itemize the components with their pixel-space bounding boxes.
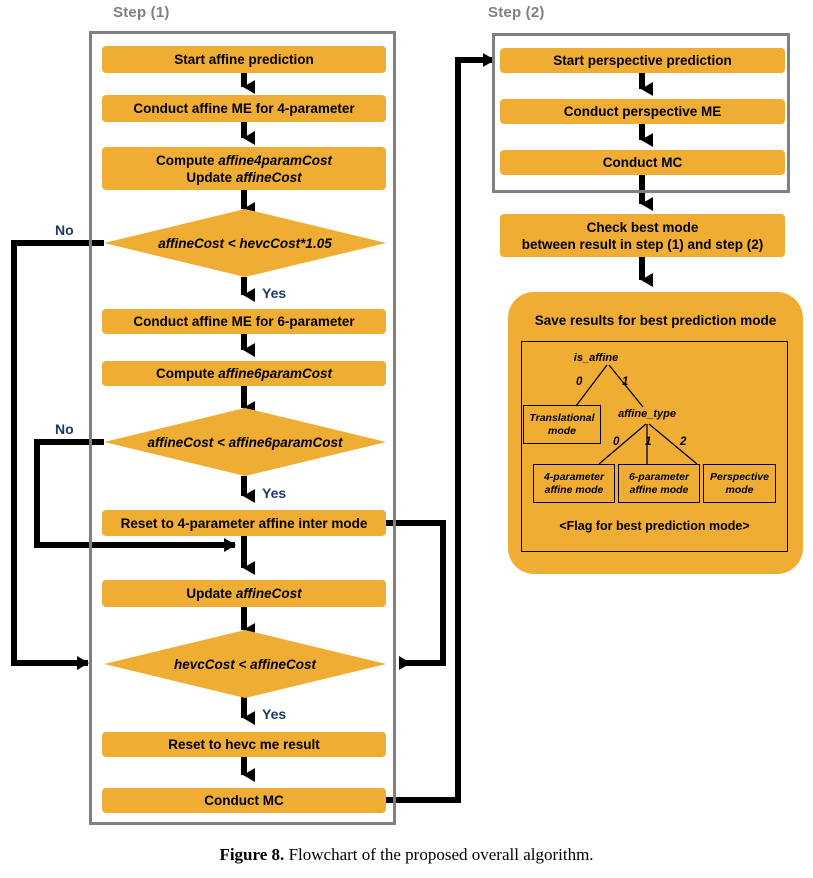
edge-label-yes-2: Yes: [262, 485, 287, 501]
leaf-translational-line1: Translational: [529, 411, 595, 424]
node-conduct-affine-me-4param: Conduct affine ME for 4-parameter: [102, 95, 386, 122]
update-var: affineCost: [235, 586, 302, 601]
node-conduct-affine-me-6param: Conduct affine ME for 6-parameter: [102, 309, 386, 334]
decision-affinecost-lt-hevccost: affineCost < hevcCost*1.05: [104, 209, 386, 277]
step1-label: Step (1): [113, 4, 170, 21]
node-reset-to-hevc-me-result: Reset to hevc me result: [102, 732, 386, 757]
edge-label-no-2: No: [55, 421, 74, 437]
tree-root-edge-0: 0: [576, 376, 583, 388]
tree-node-affine-type: affine_type: [618, 408, 676, 420]
node-compute-affine6paramcost: Compute affine6paramCost: [102, 361, 386, 386]
flag-for-best-prediction-mode-text: <Flag for best prediction mode>: [559, 519, 750, 533]
compute6-label: Compute: [155, 366, 219, 381]
save-results-title: Save results for best prediction mode: [534, 313, 777, 328]
figure-caption: Figure 8. Flowchart of the proposed over…: [0, 845, 813, 865]
figure-caption-number: Figure 8.: [219, 845, 285, 864]
node-start-perspective-prediction: Start perspective prediction: [500, 48, 785, 73]
tree-affinetype-edge-2: 2: [680, 436, 687, 448]
check-best-mode-line2: between result in step (1) and step (2): [521, 236, 764, 252]
leaf-4param-line2: affine mode: [544, 483, 604, 496]
step1-frame: [89, 31, 396, 825]
update4-label: Update: [186, 169, 236, 185]
figure-caption-text: Flowchart of the proposed overall algori…: [284, 845, 594, 864]
tree-root-edge-1: 1: [622, 376, 629, 388]
check-best-mode-line1: Check best mode: [586, 219, 699, 235]
leaf-6parameter-affine-mode: 6-parameter affine mode: [618, 464, 700, 503]
step2-label: Step (2): [488, 4, 545, 21]
decision-affinecost-lt-affine6paramcost: affineCost < affine6paramCost: [104, 408, 386, 476]
decision2-text: affineCost < affine6paramCost: [147, 434, 343, 450]
tree-affinetype-edge-1: 1: [645, 436, 652, 448]
leaf-6param-line1: 6-parameter: [628, 470, 690, 483]
leaf-perspective-line1: Perspective: [710, 470, 769, 483]
node-start-affine-prediction: Start affine prediction: [102, 46, 386, 73]
decision1-text: affineCost < hevcCost*1.05: [158, 235, 332, 251]
tree-root-label: is_affine: [573, 352, 619, 364]
leaf-perspective-line2: mode: [725, 483, 754, 496]
tree-affinetype-edge-0: 0: [613, 436, 620, 448]
edge-label-yes-1: Yes: [262, 285, 287, 301]
node-check-best-mode: Check best mode between result in step (…: [500, 214, 785, 257]
node-reset-to-4param-affine-inter-mode: Reset to 4-parameter affine inter mode: [102, 510, 386, 536]
flag-tree-box: [521, 341, 788, 552]
node-step1-conduct-mc: Conduct MC: [102, 788, 386, 813]
node-conduct-perspective-me: Conduct perspective ME: [500, 99, 785, 124]
leaf-4param-line1: 4-parameter: [543, 470, 605, 483]
decision3-text: hevcCost < affineCost: [174, 656, 316, 672]
node-step2-conduct-mc: Conduct MC: [500, 150, 785, 175]
update4-var: affineCost: [235, 169, 302, 185]
node-update-affinecost: Update affineCost: [102, 580, 386, 607]
update-label: Update: [186, 586, 236, 601]
save-results-panel: [508, 292, 803, 574]
compute6-var: affine6paramCost: [218, 366, 333, 381]
leaf-translational-line2: mode: [547, 424, 576, 437]
leaf-translational-mode: Translational mode: [523, 405, 601, 444]
edge-label-yes-3: Yes: [262, 706, 287, 722]
decision-hevccost-lt-affinecost: hevcCost < affineCost: [104, 630, 386, 698]
leaf-6param-line2: affine mode: [629, 483, 689, 496]
flag-tree-edges: [575, 364, 698, 465]
leaf-perspective-mode: Perspective mode: [703, 464, 776, 503]
leaf-4parameter-affine-mode: 4-parameter affine mode: [533, 464, 615, 503]
compute4-label: Compute: [155, 152, 219, 168]
node-compute-affine4paramcost: Compute affine4paramCost Update affineCo…: [102, 147, 386, 190]
edge-label-no-1: No: [55, 222, 74, 238]
step2-frame: [492, 33, 790, 193]
compute4-var: affine4paramCost: [218, 152, 333, 168]
